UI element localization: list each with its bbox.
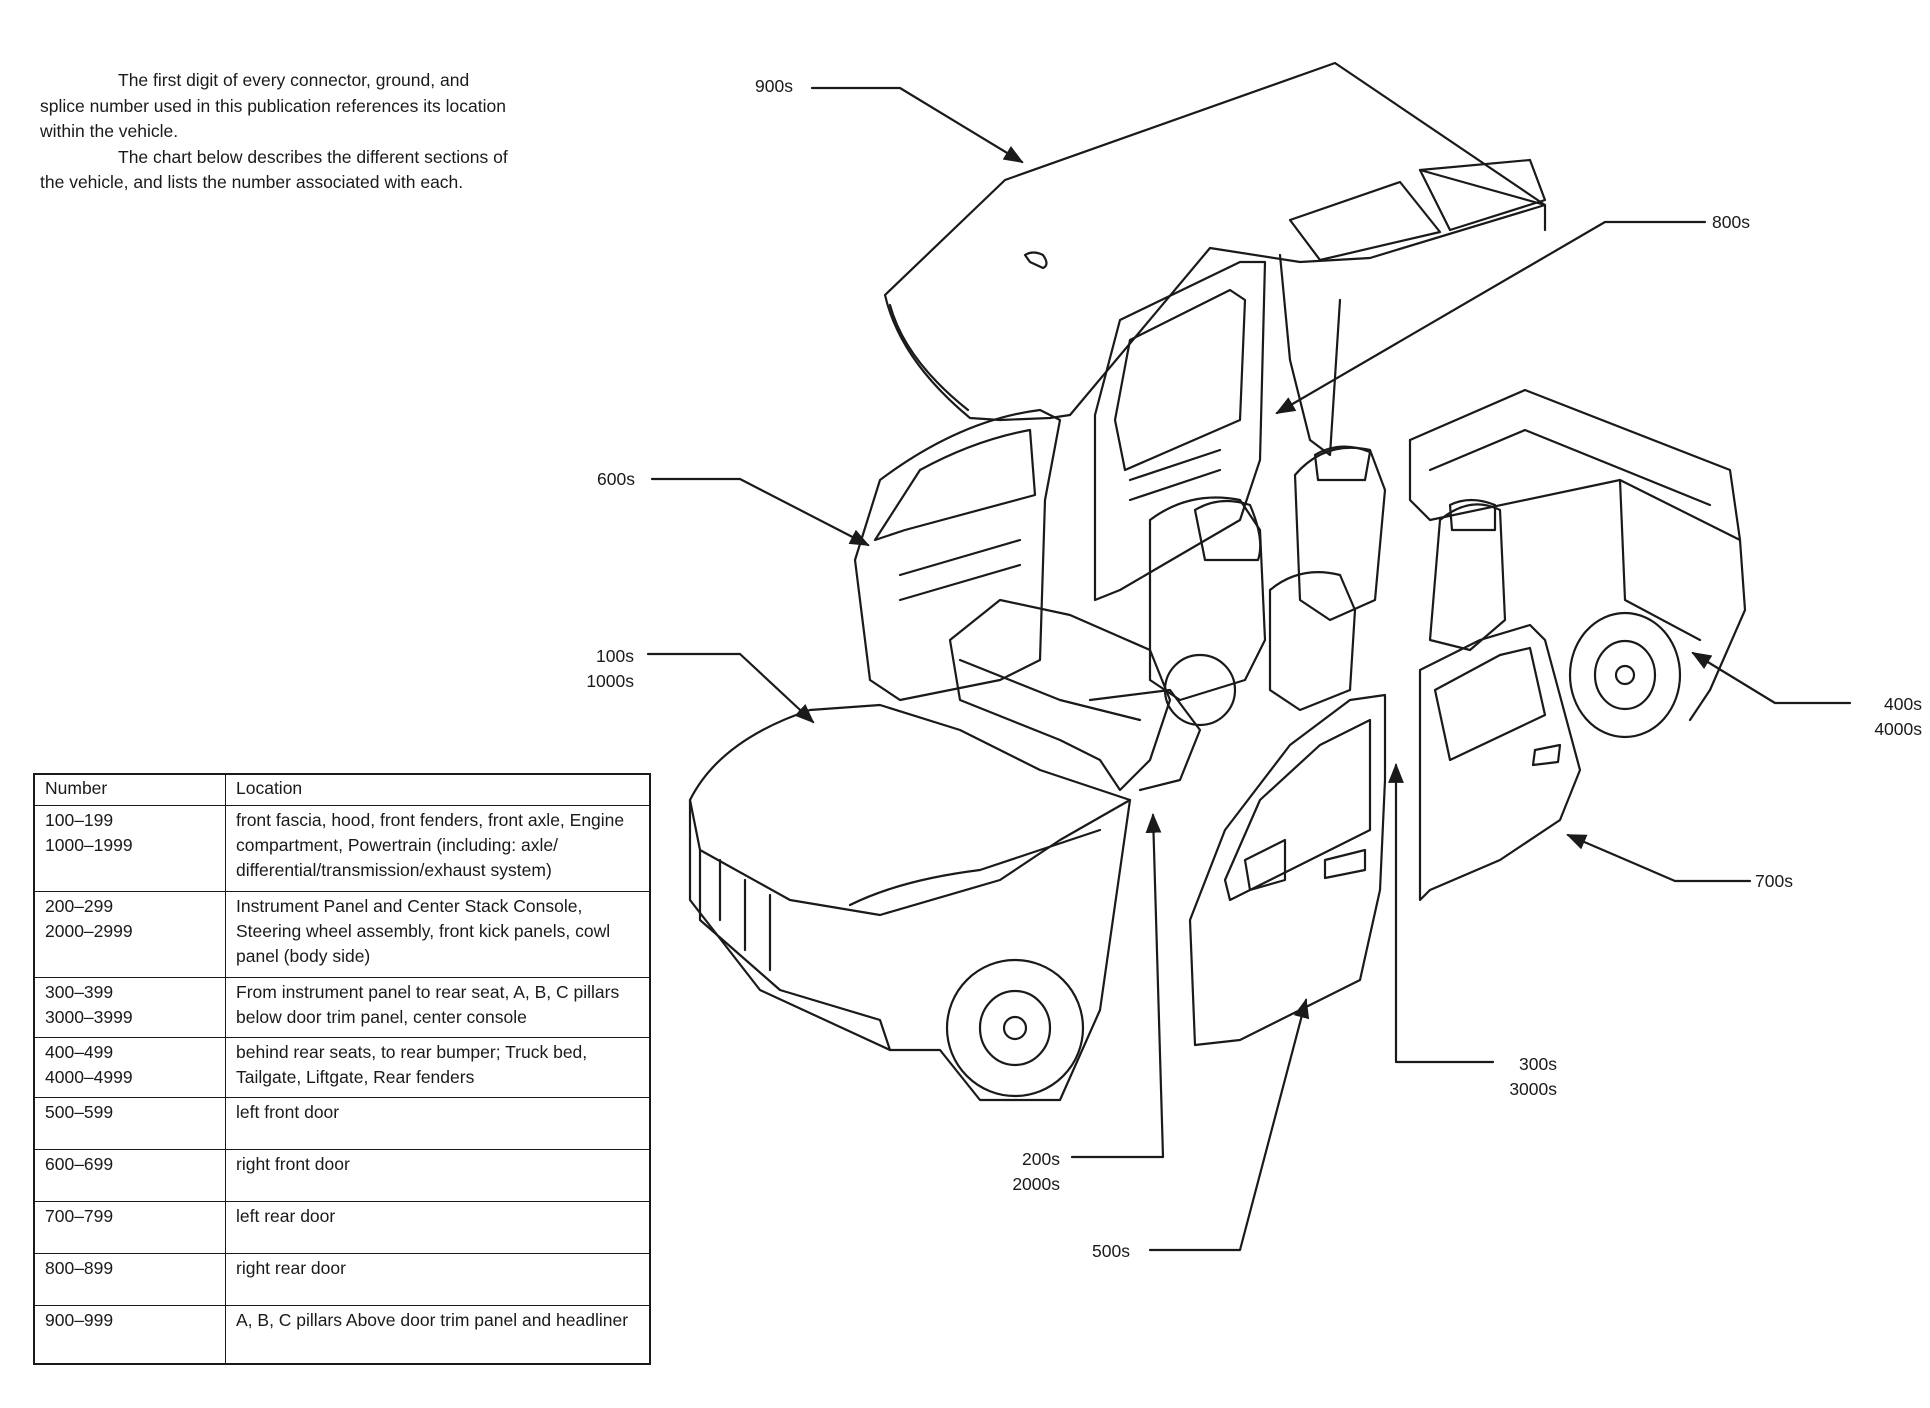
- leader-100s: [646, 652, 815, 724]
- row-location: left rear door: [225, 1201, 651, 1254]
- leader-400s: [1691, 651, 1852, 705]
- row-number-range: 900–999: [33, 1305, 226, 1365]
- callout-label-700s: 700s: [1755, 871, 1793, 891]
- callout-label-600s: 600s: [597, 469, 635, 489]
- row-location: front fascia, hood, front fenders, front…: [225, 805, 651, 892]
- callout-label-900s: 900s: [755, 76, 793, 96]
- right-side-body: [853, 168, 1547, 702]
- table-row: 700–799 left rear door: [33, 1201, 651, 1254]
- leader-600s: [650, 477, 870, 547]
- row-number-range: 600–699: [33, 1149, 226, 1202]
- row-location: behind rear seats, to rear bumper; Truck…: [225, 1037, 651, 1098]
- intro-paragraph-1: The first digit of every connector, grou…: [40, 70, 506, 141]
- row-location: right rear door: [225, 1253, 651, 1306]
- intro-text: The first digit of every connector, grou…: [40, 68, 510, 196]
- table-row: 900–999 A, B, C pillars Above door trim …: [33, 1305, 651, 1365]
- row-number-range: 700–799: [33, 1201, 226, 1254]
- row-location: From instrument panel to rear seat, A, B…: [225, 977, 651, 1038]
- row-location: left front door: [225, 1097, 651, 1150]
- leader-200s: [1070, 813, 1165, 1159]
- instrument-panel: [948, 598, 1237, 792]
- table-row: 500–599 left front door: [33, 1097, 651, 1150]
- front-body-hood: [688, 703, 1132, 1102]
- row-number-range: 800–899: [33, 1253, 226, 1306]
- row-location: A, B, C pillars Above door trim panel an…: [225, 1305, 651, 1365]
- left-doors: [1188, 623, 1582, 1047]
- row-number-range: 500–599: [33, 1097, 226, 1150]
- callout-label-800s: 800s: [1712, 212, 1750, 232]
- leader-900s: [810, 86, 1024, 164]
- table-row: 600–699 right front door: [33, 1149, 651, 1202]
- callout-label-500s: 500s: [1092, 1241, 1130, 1261]
- roof-headliner: [883, 61, 1547, 422]
- callout-leaders: [646, 86, 1852, 1252]
- leader-800s: [1275, 220, 1707, 415]
- column-header-number: Number: [33, 773, 226, 806]
- leader-300s: [1388, 763, 1495, 1064]
- truck-bed: [1408, 388, 1747, 739]
- leader-500s: [1148, 998, 1310, 1252]
- intro-paragraph-2: The chart below describes the different …: [40, 146, 508, 193]
- row-location: right front door: [225, 1149, 651, 1202]
- row-location: Instrument Panel and Center Stack Consol…: [225, 891, 651, 978]
- seats: [1148, 445, 1507, 712]
- leader-700s: [1566, 833, 1752, 883]
- table-row: 800–899 right rear door: [33, 1253, 651, 1306]
